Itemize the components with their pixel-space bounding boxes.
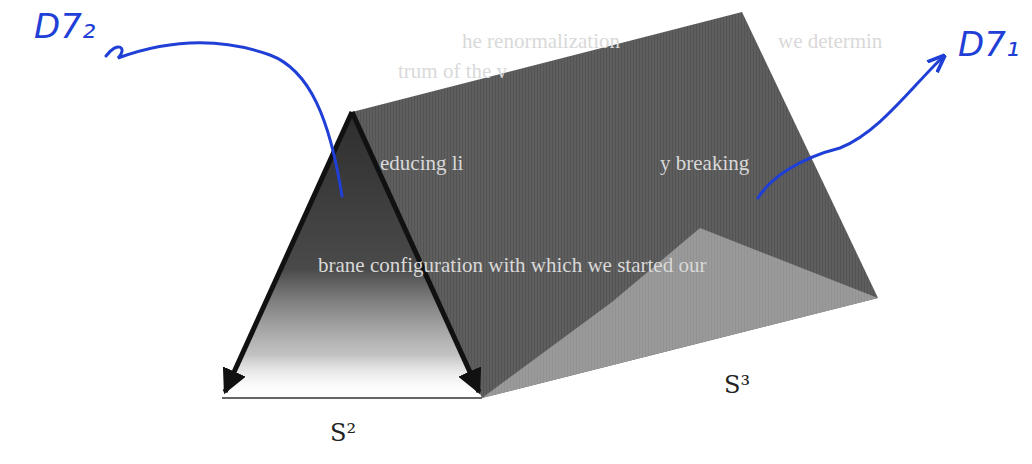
background-text: educing li — [380, 152, 463, 175]
sphere-label: S² — [330, 420, 356, 446]
leader-line — [758, 56, 944, 198]
base-edge — [222, 397, 482, 399]
brane-label: D7₁ — [958, 26, 1019, 63]
edge-arrow — [352, 112, 479, 392]
background-text: y breaking — [660, 152, 749, 175]
background-text: we determin — [778, 30, 882, 53]
brane-label: D7₂ — [34, 8, 95, 45]
leader-line — [106, 43, 342, 196]
background-text: he renormalization — [462, 30, 620, 53]
background-text: brane configuration with which we starte… — [318, 254, 706, 277]
sphere-label: S³ — [724, 372, 750, 398]
background-text: trum of the v — [398, 60, 507, 83]
